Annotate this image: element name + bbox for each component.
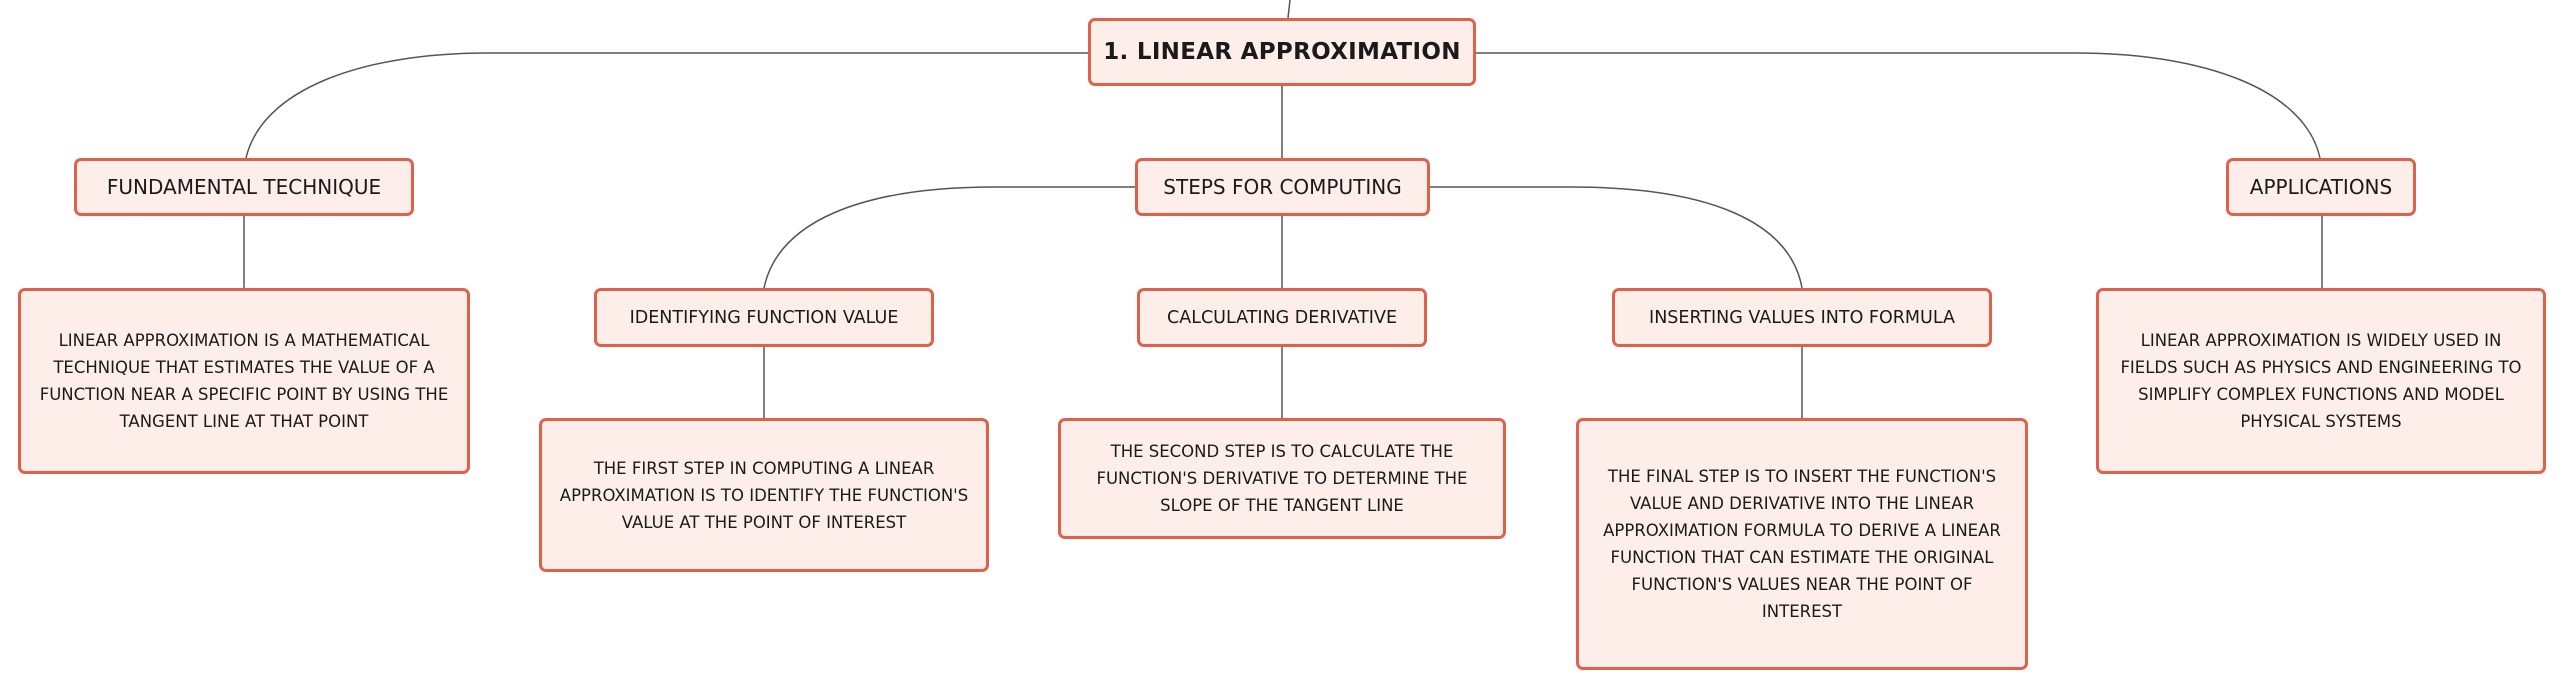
fundamental-technique-detail-text: LINEAR APPROXIMATION IS A MATHEMATICAL T…	[39, 331, 449, 431]
calculating-derivative-detail-text: THE SECOND STEP IS TO CALCULATE THE FUNC…	[1096, 442, 1468, 515]
root-label: 1. LINEAR APPROXIMATION	[1103, 39, 1461, 65]
fundamental-technique-node[interactable]: FUNDAMENTAL TECHNIQUE	[74, 158, 414, 216]
steps-for-computing-label: STEPS FOR COMPUTING	[1163, 175, 1402, 199]
identifying-function-value-detail-node[interactable]: THE FIRST STEP IN COMPUTING A LINEAR APP…	[539, 418, 989, 572]
inserting-values-detail-text: THE FINAL STEP IS TO INSERT THE FUNCTION…	[1603, 467, 2001, 621]
calculating-derivative-node[interactable]: CALCULATING DERIVATIVE	[1137, 288, 1427, 347]
fundamental-technique-detail-node[interactable]: LINEAR APPROXIMATION IS A MATHEMATICAL T…	[18, 288, 470, 474]
steps-for-computing-node[interactable]: STEPS FOR COMPUTING	[1135, 158, 1430, 216]
calculating-derivative-detail-node[interactable]: THE SECOND STEP IS TO CALCULATE THE FUNC…	[1058, 418, 1506, 539]
applications-label: APPLICATIONS	[2249, 175, 2393, 199]
applications-detail-node[interactable]: LINEAR APPROXIMATION IS WIDELY USED IN F…	[2096, 288, 2546, 474]
connector-steps-inserting	[1430, 186, 1803, 289]
inserting-values-node[interactable]: INSERTING VALUES INTO FORMULA	[1612, 288, 1992, 347]
root-node[interactable]: 1. LINEAR APPROXIMATION	[1088, 18, 1476, 86]
connector-steps-identifying	[763, 186, 1135, 289]
identifying-function-value-detail-text: THE FIRST STEP IN COMPUTING A LINEAR APP…	[559, 458, 969, 532]
calculating-derivative-label: CALCULATING DERIVATIVE	[1167, 307, 1397, 328]
identifying-function-value-node[interactable]: IDENTIFYING FUNCTION VALUE	[594, 288, 934, 347]
fundamental-technique-label: FUNDAMENTAL TECHNIQUE	[106, 175, 382, 199]
inserting-values-detail-node[interactable]: THE FINAL STEP IS TO INSERT THE FUNCTION…	[1576, 418, 2028, 670]
connector-root-fundamental	[245, 52, 1088, 159]
applications-node[interactable]: APPLICATIONS	[2226, 158, 2416, 216]
inserting-values-label: INSERTING VALUES INTO FORMULA	[1649, 307, 1955, 328]
identifying-function-value-label: IDENTIFYING FUNCTION VALUE	[629, 307, 899, 328]
connector-root-applications	[1476, 52, 2321, 159]
applications-detail-text: LINEAR APPROXIMATION IS WIDELY USED IN F…	[2120, 331, 2522, 431]
connector-root-parent	[1287, 0, 1291, 19]
